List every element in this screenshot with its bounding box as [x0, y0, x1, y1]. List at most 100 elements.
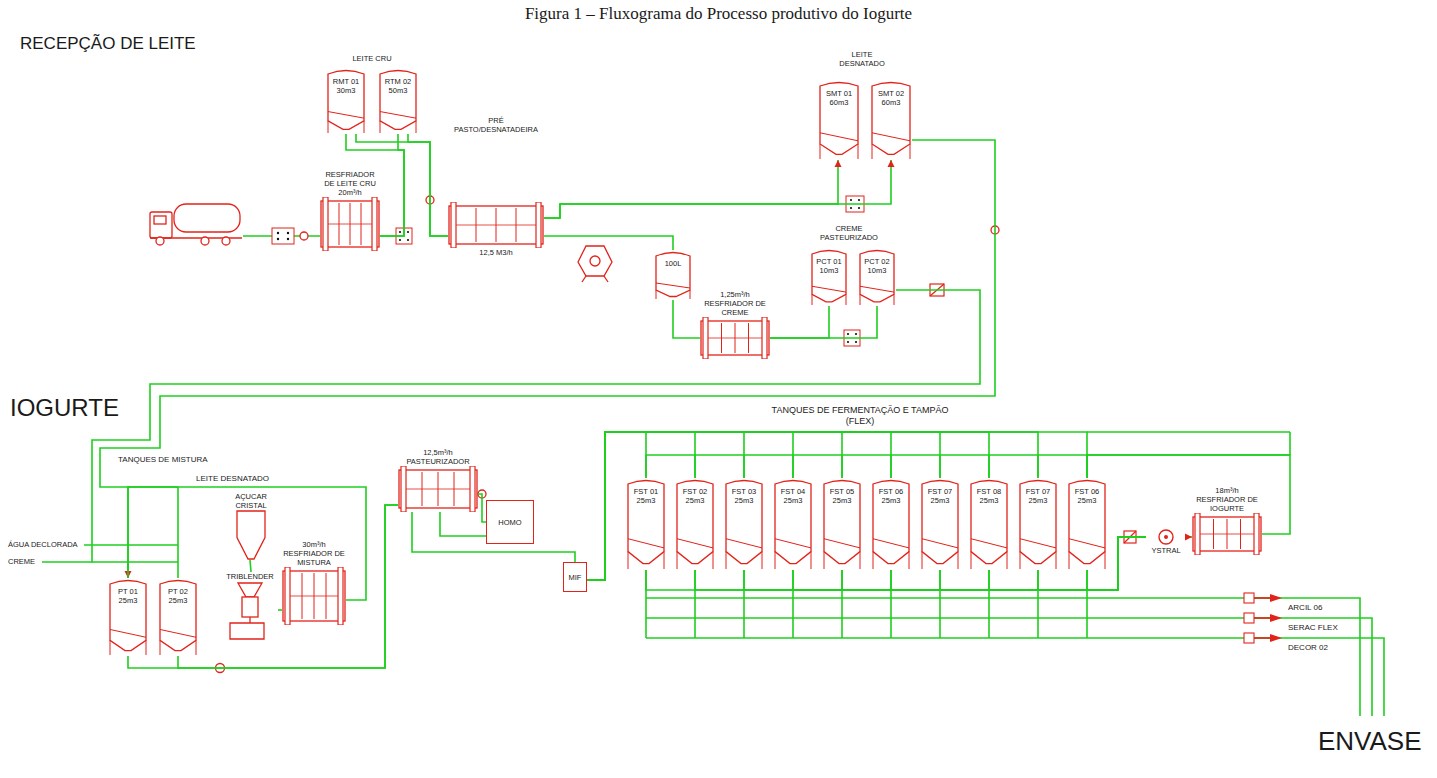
- feed-arrow: [1270, 594, 1282, 602]
- storage-tank: 100L: [654, 250, 692, 300]
- pipe-connector: [544, 236, 673, 250]
- tank-legs: [1020, 539, 1056, 569]
- drawing-part: [237, 511, 265, 559]
- valve-dot: [287, 238, 289, 240]
- pipe-line: [380, 134, 404, 236]
- pipe-line: [440, 512, 486, 536]
- area-label: IOGURTE: [10, 394, 119, 423]
- pipe-line: [770, 306, 877, 338]
- equipment-label: RESFRIADOR DE LEITE CRU 20m³/h: [320, 170, 380, 197]
- tank-legs: [677, 539, 713, 569]
- drawing-part: [321, 201, 379, 247]
- tank-tag: SMT 01 60m3: [818, 80, 860, 107]
- drawing-part: [456, 225, 536, 226]
- tank-legs: [860, 286, 894, 305]
- plate-heat-exchanger: 30m³/h RESFRIADOR DE MISTURA: [282, 540, 346, 625]
- tank-tag: PCT 01 10m3: [810, 248, 848, 275]
- pipe-connector: [100, 140, 995, 578]
- valve-dot: [277, 238, 279, 240]
- pipe-connector: [673, 300, 700, 338]
- pipe-connector: [587, 432, 989, 580]
- pipe-connector: [278, 610, 282, 611]
- drawing-part: [762, 317, 767, 359]
- flow-arrowhead: [888, 160, 895, 167]
- pump-icon: [1146, 528, 1186, 546]
- drawing-part: [401, 466, 406, 512]
- filter-symbol: [1244, 633, 1254, 643]
- milk-truck: [156, 237, 164, 245]
- equipment-label: 18m³/h RESFRIADOR DE IOGURTE: [1192, 486, 1262, 513]
- separator-symbol: [578, 246, 612, 276]
- pipe-connector: [587, 432, 842, 580]
- storage-tank: FST 07 25m3: [1018, 478, 1058, 570]
- drawing-part: [399, 470, 477, 508]
- tank-tag: FST 08 25m3: [969, 478, 1009, 505]
- flow-rate: 12,5 M3/h: [448, 248, 544, 257]
- storage-tank: FST 08 25m3: [969, 478, 1009, 570]
- tank-tag: PCT 02 10m3: [858, 248, 896, 275]
- pipe-line: [587, 432, 891, 580]
- pump-unit: YSTRAL: [1146, 528, 1186, 555]
- storage-tank: FST 06 25m3: [871, 478, 911, 570]
- area-label: ÁGUA DECLORADA: [8, 540, 78, 549]
- drawing-part: [703, 317, 708, 359]
- equipment-label: 12,5m³/h PASTEURIZADOR: [398, 448, 478, 466]
- area-label: LEITE DESNATADO: [830, 50, 894, 68]
- tank-legs: [110, 629, 146, 655]
- pipe-connector: [587, 432, 744, 580]
- equipment-label: TRIBLENDER: [222, 572, 278, 581]
- drawing-part: [242, 597, 258, 617]
- plate-heat-exchanger: 1,25m³/h RESFRIADOR DE CREME: [700, 290, 770, 359]
- tank-tag: SMT 02 60m3: [870, 80, 912, 107]
- sugar-silo: AÇUCAR CRISTAL: [226, 492, 276, 560]
- pipe-connector: [544, 160, 842, 218]
- pipe-connector: [770, 306, 877, 338]
- feed-arrow: [1254, 637, 1272, 639]
- drawing-part: [536, 202, 541, 248]
- drawing-part: [708, 338, 762, 339]
- tank-tag: PT 02 25m3: [158, 578, 198, 605]
- plate-heat-exchanger: PRÉ PASTO/DESNATADEIRA12,5 M3/h: [448, 116, 544, 257]
- separator-symbol: [582, 276, 586, 282]
- pump-symbol: [216, 196, 1000, 673]
- pipe-connector: [587, 432, 793, 580]
- area-label: DECOR 02: [1288, 643, 1328, 653]
- tank-legs: [872, 133, 910, 159]
- valve-dot: [399, 231, 401, 233]
- tank-legs: [824, 539, 860, 569]
- milk-truck: [174, 204, 240, 232]
- tank-tag: FST 03 25m3: [724, 478, 764, 505]
- plate-heat-exchanger: 12,5m³/h PASTEURIZADOR: [398, 448, 478, 512]
- equipment-label: YSTRAL: [1146, 546, 1186, 555]
- plate-heat-exchanger: 18m³/h RESFRIADOR DE IOGURTE: [1192, 486, 1262, 555]
- tank-tag: FST 02 25m3: [675, 478, 715, 505]
- valve-dot: [850, 199, 852, 201]
- tank-legs: [1069, 539, 1105, 569]
- milk-truck: [150, 204, 242, 245]
- valve-dot: [407, 231, 409, 233]
- tank-tag: FST 06 25m3: [1067, 478, 1107, 505]
- valve-dot: [850, 207, 852, 209]
- drawing-part: [285, 567, 290, 625]
- pipe-connector: [1185, 534, 1192, 541]
- drawing-part: [451, 202, 456, 248]
- tank-tag: FST 04 25m3: [773, 478, 813, 505]
- storage-tank: FST 07 25m3: [920, 478, 960, 570]
- tank-legs: [873, 539, 909, 569]
- drawing-part: [1200, 534, 1254, 535]
- area-label: CREME PASTEURIZADO: [814, 224, 884, 242]
- area-label: LEITE DESNATADO: [196, 474, 269, 484]
- pipe-connector: [380, 134, 404, 236]
- drawing-part: [290, 596, 338, 597]
- exchanger-icon: [398, 466, 478, 512]
- pipe-stub: [128, 561, 178, 563]
- drawing-part: [646, 638, 1384, 716]
- storage-tank: PCT 01 10m3: [810, 248, 848, 306]
- pipe-line: [100, 140, 995, 578]
- tank-outline: [654, 250, 692, 300]
- valve-dot: [858, 199, 860, 201]
- tank-tag: FST 06 25m3: [871, 478, 911, 505]
- pipe-connector: [250, 560, 251, 572]
- plate-heat-exchanger: RESFRIADOR DE LEITE CRU 20m³/h: [320, 170, 380, 251]
- storage-tank: SMT 01 60m3: [818, 80, 860, 160]
